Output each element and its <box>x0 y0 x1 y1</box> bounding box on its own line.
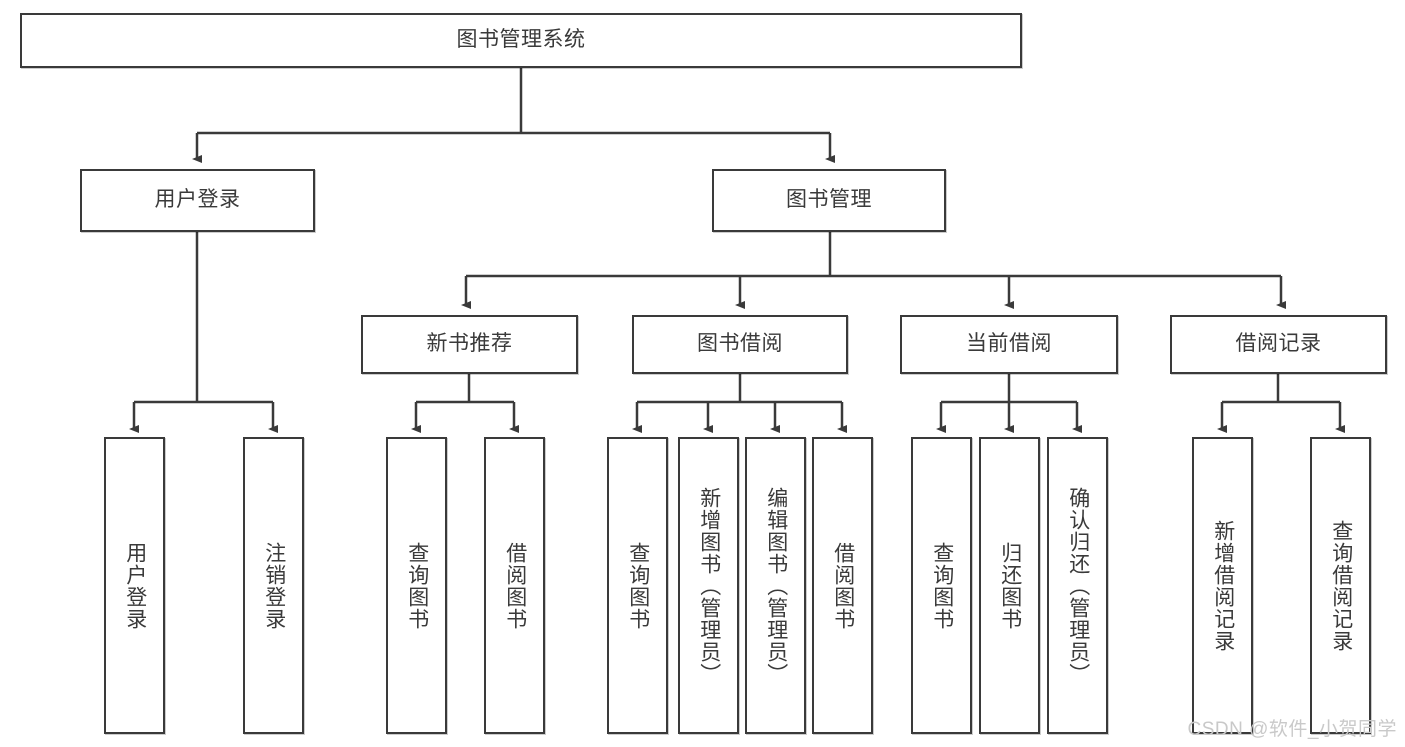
node-label: 新增图书（管理员） <box>697 486 721 685</box>
node-root-book-management-system[interactable]: 图书管理系统 <box>20 13 1022 68</box>
leaf-book-borrow-query-book[interactable]: 查询图书 <box>607 437 668 734</box>
leaf-book-borrow-edit-book-admin[interactable]: 编辑图书（管理员） <box>745 437 806 734</box>
node-label: 查询借阅记录 <box>1329 519 1353 652</box>
node-user-login[interactable]: 用户登录 <box>80 169 315 232</box>
node-borrow-record[interactable]: 借阅记录 <box>1170 315 1387 374</box>
csdn-watermark: CSDN @软件_小贺同学 <box>1187 719 1397 740</box>
leaf-current-borrow-return-book[interactable]: 归还图书 <box>979 437 1040 734</box>
leaf-book-borrow-add-book-admin[interactable]: 新增图书（管理员） <box>678 437 739 734</box>
leaf-current-borrow-confirm-return-admin[interactable]: 确认归还（管理员） <box>1047 437 1108 734</box>
node-book-management[interactable]: 图书管理 <box>712 169 946 232</box>
node-label: 用户登录 <box>123 541 147 630</box>
leaf-current-borrow-query-book[interactable]: 查询图书 <box>911 437 972 734</box>
node-label: 借阅记录 <box>1235 332 1322 356</box>
leaf-book-borrow-borrow-book[interactable]: 借阅图书 <box>812 437 873 734</box>
leaf-user-login-login[interactable]: 用户登录 <box>104 437 165 734</box>
node-label: 图书管理系统 <box>456 28 586 52</box>
node-label: 查询图书 <box>930 541 954 630</box>
node-label: 查询图书 <box>626 541 650 630</box>
leaf-user-login-logout[interactable]: 注销登录 <box>243 437 304 734</box>
node-label: 注销登录 <box>262 541 286 630</box>
leaf-new-book-borrow-book[interactable]: 借阅图书 <box>484 437 545 734</box>
node-label: 归还图书 <box>998 541 1022 630</box>
node-label: 图书管理 <box>786 188 872 212</box>
node-label: 借阅图书 <box>503 541 527 630</box>
node-label: 确认归还（管理员） <box>1066 486 1090 685</box>
leaf-borrow-record-query-record[interactable]: 查询借阅记录 <box>1310 437 1371 734</box>
leaf-borrow-record-add-record[interactable]: 新增借阅记录 <box>1192 437 1253 734</box>
node-label: 图书借阅 <box>697 332 783 356</box>
node-label: 新增借阅记录 <box>1211 519 1235 652</box>
node-current-borrow[interactable]: 当前借阅 <box>900 315 1118 374</box>
leaf-new-book-query-book[interactable]: 查询图书 <box>386 437 447 734</box>
node-label: 编辑图书（管理员） <box>764 486 788 685</box>
node-label: 用户登录 <box>154 188 241 212</box>
node-label: 新书推荐 <box>426 332 513 356</box>
node-book-borrow[interactable]: 图书借阅 <box>632 315 848 374</box>
node-new-book-recommend[interactable]: 新书推荐 <box>361 315 578 374</box>
node-label: 当前借阅 <box>966 332 1052 356</box>
node-label: 查询图书 <box>405 541 429 630</box>
node-label: 借阅图书 <box>831 541 855 630</box>
